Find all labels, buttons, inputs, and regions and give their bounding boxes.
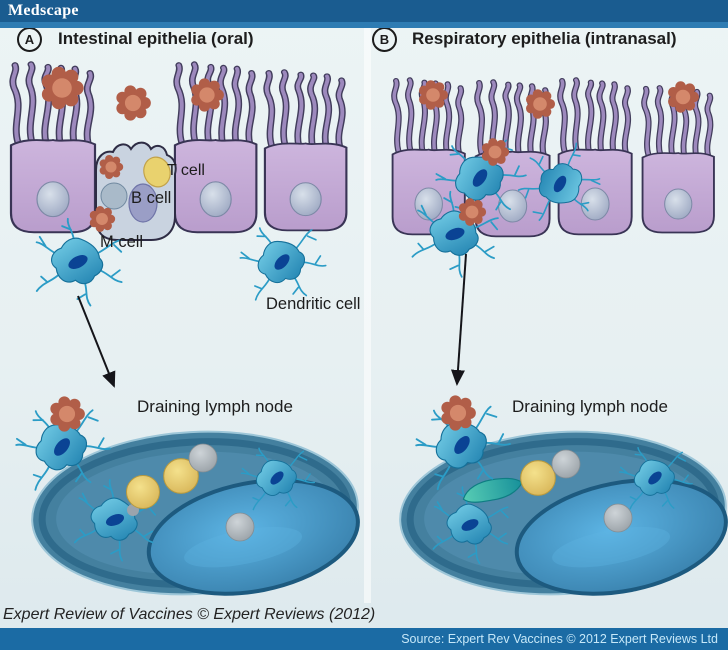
- panel-b-letter: B: [379, 32, 390, 47]
- b-cell-shape: [188, 443, 218, 473]
- b-cell-shape: [551, 449, 581, 479]
- panel-b-badge: B: [372, 27, 397, 52]
- panel-b-title: Respiratory epithelia (intranasal): [412, 29, 677, 48]
- b-cell-shape: [603, 503, 633, 533]
- t-cell-shape: [126, 475, 160, 509]
- b-cell-shape: [225, 512, 255, 542]
- dendritic-cell-label: Dendritic cell: [266, 295, 361, 313]
- lymph-node-label-b: Draining lymph node: [512, 397, 668, 416]
- b-cell-shape: [128, 183, 158, 223]
- source-text: Source: Expert Rev Vaccines © 2012 Exper…: [401, 632, 718, 646]
- panel-divider: [364, 28, 371, 603]
- header-accent-stripe: [0, 22, 728, 28]
- panel-b-lymph-node: [396, 390, 728, 616]
- lymph-node-label-a: Draining lymph node: [137, 397, 293, 416]
- journal-credit: Expert Review of Vaccines © Expert Revie…: [3, 606, 376, 623]
- epithelial-cell: [265, 72, 346, 230]
- source-bar: Source: Expert Rev Vaccines © 2012 Exper…: [0, 628, 728, 650]
- panel-a-epithelium: [11, 64, 346, 311]
- t-cell-shape: [143, 156, 171, 188]
- m-cell-label: M cell: [100, 233, 144, 251]
- medscape-logo: Medscape: [8, 2, 79, 19]
- t-cell-label: T cell: [167, 162, 205, 179]
- arrow-to-lymph-node-a: [77, 295, 116, 388]
- medscape-header-bar: Medscape: [0, 0, 728, 22]
- panel-a-lymph-node: [8, 394, 369, 617]
- epithelial-cell: [559, 80, 632, 234]
- panel-b-epithelium: [393, 80, 714, 285]
- panel-a-letter: A: [24, 32, 35, 47]
- virus-particle: [116, 85, 151, 121]
- panel-a-badge: A: [17, 27, 42, 52]
- b-cell-label: B cell: [131, 189, 172, 207]
- lymphocyte-gray: [100, 182, 128, 210]
- t-cell-shape: [520, 460, 556, 496]
- panel-a-title: Intestinal epithelia (oral): [58, 29, 254, 48]
- arrow-to-lymph-node-b: [450, 253, 467, 386]
